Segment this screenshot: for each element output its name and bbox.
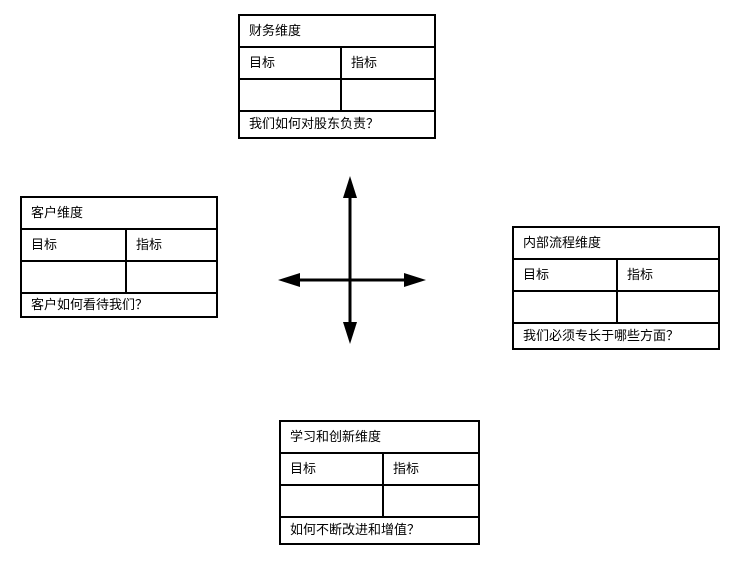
objective-header-learning-innovation: 目标 — [281, 454, 384, 484]
objective-value-internal-process[interactable] — [514, 292, 618, 322]
measure-value-internal-process[interactable] — [618, 292, 718, 322]
perspective-header-row-financial: 目标 指标 — [240, 48, 434, 80]
perspective-title-customer: 客户维度 — [22, 198, 216, 230]
perspective-question-financial: 我们如何对股东负责？ — [249, 117, 380, 132]
perspective-body-row-learning-innovation — [281, 486, 478, 518]
perspective-header-row-customer: 目标 指标 — [22, 230, 216, 262]
perspective-card-customer[interactable]: 客户维度 目标 指标 客户如何看待我们？ — [20, 196, 218, 318]
perspective-question-customer: 客户如何看待我们？ — [31, 297, 149, 313]
measure-header-customer: 指标 — [136, 237, 163, 253]
perspective-title-learning-innovation: 学习和创新维度 — [281, 422, 478, 454]
objective-header-internal-process: 目标 — [514, 260, 618, 290]
measure-header-internal-process: 指标 — [627, 267, 654, 283]
perspective-card-internal-process[interactable]: 内部流程维度 目标 指标 我们必须专长于哪些方面？ — [512, 226, 720, 350]
perspective-card-learning-innovation[interactable]: 学习和创新维度 目标 指标 如何不断改进和增值？ — [279, 420, 480, 545]
perspective-body-row-internal-process — [514, 292, 718, 324]
perspective-question-learning-innovation: 如何不断改进和增值？ — [290, 523, 421, 538]
measure-value-learning-innovation[interactable] — [384, 486, 478, 516]
perspective-title-internal-process: 内部流程维度 — [514, 228, 718, 260]
objective-header-financial: 目标 — [240, 48, 342, 78]
objective-value-financial[interactable] — [240, 80, 342, 110]
measure-value-financial[interactable] — [342, 80, 434, 110]
measure-value-customer[interactable] — [127, 262, 216, 292]
perspective-header-row-learning-innovation: 目标 指标 — [281, 454, 478, 486]
perspective-body-row-financial — [240, 80, 434, 112]
measure-header-learning-innovation: 指标 — [393, 461, 420, 477]
objective-header-customer: 目标 — [22, 230, 127, 260]
perspective-header-row-internal-process: 目标 指标 — [514, 260, 718, 292]
perspective-question-internal-process: 我们必须专长于哪些方面？ — [523, 328, 680, 344]
objective-value-customer[interactable] — [22, 262, 127, 292]
measure-header-financial: 指标 — [351, 55, 378, 71]
four-way-arrow-cross-icon — [270, 170, 440, 350]
perspective-card-financial[interactable]: 财务维度 目标 指标 我们如何对股东负责？ — [238, 14, 436, 139]
objective-value-learning-innovation[interactable] — [281, 486, 384, 516]
perspective-body-row-customer — [22, 262, 216, 294]
perspective-title-financial: 财务维度 — [240, 16, 434, 48]
